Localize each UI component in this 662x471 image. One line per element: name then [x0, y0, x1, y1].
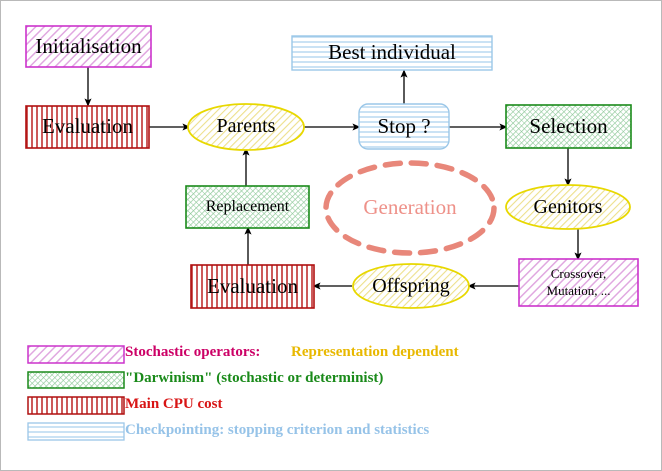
node-evaluation-top-shape[interactable]	[25, 105, 150, 149]
node-offspring-shape[interactable]	[352, 263, 470, 309]
legend-swatch-cpu	[27, 396, 125, 415]
node-genitors-shape[interactable]	[505, 184, 631, 230]
node-generation-shape	[323, 160, 497, 256]
legend-swatch-darwinism	[27, 371, 125, 389]
node-evaluation-bottom-shape[interactable]	[190, 264, 315, 309]
legend-label-checkpoint: Checkpointing: stopping criterion and st…	[125, 422, 430, 438]
legend-swatch-stochastic	[27, 345, 125, 364]
node-initialisation-shape[interactable]	[25, 25, 152, 68]
legend-swatch-checkpoint	[27, 422, 125, 441]
node-crossover-shape[interactable]	[518, 258, 639, 307]
node-parents-shape[interactable]	[187, 103, 305, 151]
node-best-individual-shape[interactable]	[291, 35, 493, 71]
legend-swatches-layer	[27, 345, 125, 441]
edges-layer	[84, 67, 582, 290]
legend-label-stochastic: Stochastic operators:	[125, 344, 261, 360]
legend-label-darwinism: "Darwinism" (stochastic or determinist)	[125, 370, 384, 386]
node-replacement-shape[interactable]	[185, 185, 310, 229]
nodes-layer	[25, 25, 639, 309]
node-stop-shape[interactable]	[358, 103, 450, 150]
legend-label-cpu: Main CPU cost	[125, 396, 223, 412]
node-selection-shape[interactable]	[505, 104, 632, 149]
legend-label-stochastic-secondary: Representation dependent	[291, 344, 459, 360]
